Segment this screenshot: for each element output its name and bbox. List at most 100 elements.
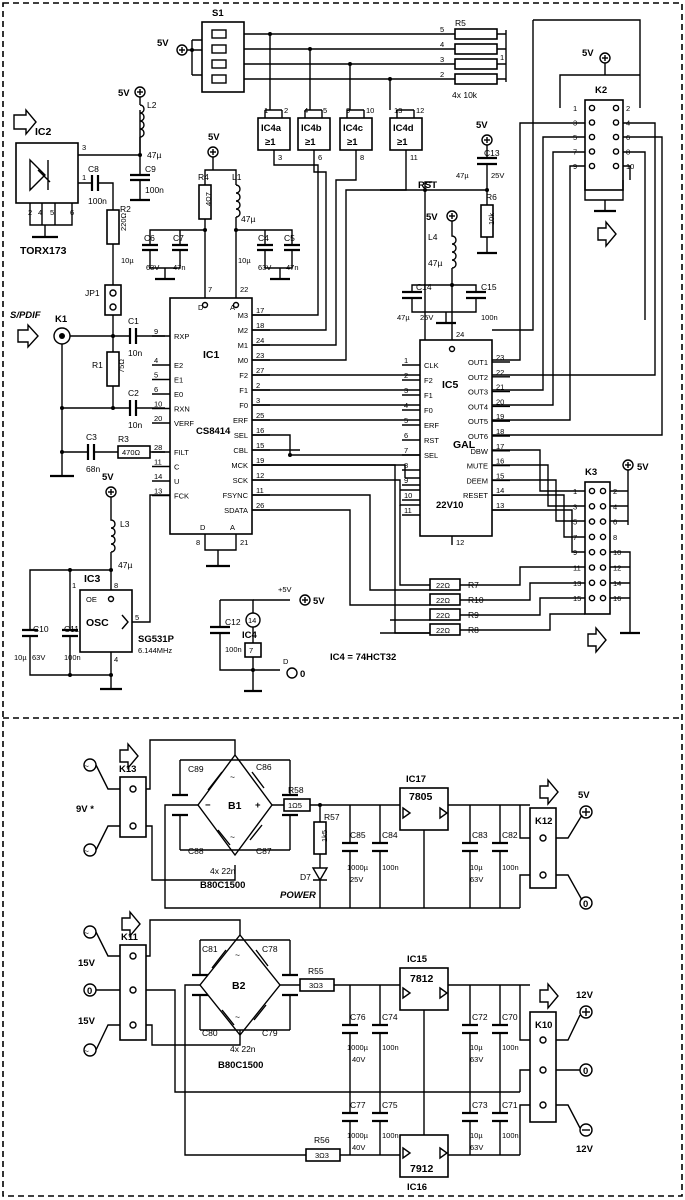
header-pin-number: 2 <box>626 104 630 113</box>
ic5-pin-number: 11 <box>404 506 412 515</box>
ic5-pin-name: F0 <box>424 406 433 415</box>
svg-text:1: 1 <box>72 581 76 590</box>
svg-text:R2: R2 <box>120 204 131 214</box>
svg-text:C78: C78 <box>262 944 278 954</box>
svg-text:63V: 63V <box>258 263 271 272</box>
header-pin-number: 6 <box>613 518 617 527</box>
svg-text:C2: C2 <box>128 388 139 398</box>
ic5-pin-name: SEL <box>424 451 438 460</box>
ic5-pin-name: OUT4 <box>468 402 488 411</box>
svg-text:C83: C83 <box>472 830 488 840</box>
ic1-pin-number: 4 <box>154 356 158 365</box>
header-pin <box>588 148 596 155</box>
svg-text:5V: 5V <box>426 212 438 223</box>
osc-label: OSC <box>86 617 109 629</box>
svg-text:C3: C3 <box>86 432 97 442</box>
header-pin <box>599 487 607 495</box>
ic3-part: SG531P <box>138 634 175 645</box>
k12-label: K12 <box>535 816 552 827</box>
ic1-pin-number: 20 <box>154 414 162 423</box>
ic5-pin-name: OUT1 <box>468 358 488 367</box>
ic1-pin-name: F0 <box>239 401 248 410</box>
svg-text:0: 0 <box>583 1066 588 1077</box>
s1-switch <box>201 21 245 93</box>
jp1-label: JP1 <box>85 288 100 298</box>
ic1-pin-name: F2 <box>239 371 248 380</box>
ic3-label: IC3 <box>84 573 101 585</box>
svg-text:4: 4 <box>304 106 308 115</box>
svg-text:L4: L4 <box>428 232 438 242</box>
svg-text:B80C1500: B80C1500 <box>218 1060 263 1071</box>
header-pin <box>599 548 607 556</box>
header-pin-number: 4 <box>613 502 617 511</box>
svg-text:47µ: 47µ <box>397 313 410 322</box>
svg-text:D: D <box>283 657 289 666</box>
ic5-pin-name: DBW <box>471 447 489 456</box>
svg-text:100n: 100n <box>145 185 164 195</box>
svg-text:25V: 25V <box>420 313 433 322</box>
svg-text:~: ~ <box>235 950 240 960</box>
svg-text:3: 3 <box>440 55 444 64</box>
svg-text:68n: 68n <box>86 464 100 474</box>
svg-text:7812: 7812 <box>410 973 434 985</box>
ic5-pin-name: DEEM <box>466 476 488 485</box>
svg-text:4x 22n: 4x 22n <box>230 1044 256 1054</box>
header-pin <box>599 564 607 571</box>
svg-text:0: 0 <box>583 899 588 910</box>
svg-text:~: ~ <box>84 928 89 938</box>
ic5-pin-name: OUT3 <box>468 388 488 397</box>
svg-text:C6: C6 <box>144 233 155 243</box>
svg-text:C82: C82 <box>502 830 518 840</box>
svg-text:100n: 100n <box>64 653 81 662</box>
ic5-pin-number: 20 <box>496 397 504 406</box>
ic1-pin-name: ERF <box>233 416 248 425</box>
svg-text:40V: 40V <box>352 1055 365 1064</box>
svg-text:OE: OE <box>86 595 97 604</box>
ic1-pin-number: 9 <box>154 327 158 336</box>
k11-label: K11 <box>121 932 139 943</box>
ic5-label: IC5 <box>442 379 459 391</box>
svg-text:8: 8 <box>360 153 364 162</box>
svg-text:47n: 47n <box>173 263 186 272</box>
svg-text:5V: 5V <box>637 462 649 473</box>
svg-text:5V: 5V <box>208 132 220 143</box>
header-pin <box>588 119 596 126</box>
svg-text:C85: C85 <box>350 830 366 840</box>
ic15-label: IC15 <box>407 954 428 965</box>
power-label: POWER <box>280 890 316 901</box>
svg-text:C76: C76 <box>350 1012 366 1022</box>
svg-text:−: − <box>205 800 211 811</box>
svg-text:3: 3 <box>278 153 282 162</box>
svg-text:C77: C77 <box>350 1100 366 1110</box>
ic5-pin-name: F1 <box>424 391 433 400</box>
ic1-pin-number: 12 <box>256 471 264 480</box>
ic1-pin-name: M0 <box>238 356 248 365</box>
svg-text:22Ω: 22Ω <box>436 626 450 635</box>
svg-text:D: D <box>198 303 204 312</box>
ic3-osc <box>79 589 133 653</box>
svg-text:5: 5 <box>135 613 139 622</box>
svg-text:10µ: 10µ <box>470 1131 483 1140</box>
svg-text:C13: C13 <box>484 148 500 158</box>
v9-label: 9V * <box>76 804 94 815</box>
svg-text:+: + <box>255 800 261 811</box>
l2-label: L2 <box>147 100 157 110</box>
svg-text:47µ: 47µ <box>428 258 442 268</box>
svg-text:C15: C15 <box>481 282 497 292</box>
ic1-pin-name: M2 <box>238 326 248 335</box>
svg-text:47µ: 47µ <box>456 171 469 180</box>
ic5-pin-name: OUT6 <box>468 432 488 441</box>
svg-text:47µ: 47µ <box>147 150 161 160</box>
ic5-pin-name: MUTE <box>467 462 488 471</box>
header-pin-number: 5 <box>573 518 577 527</box>
svg-text:10µ: 10µ <box>14 653 27 662</box>
ic5-pin-number: 14 <box>496 486 504 495</box>
svg-text:R58: R58 <box>288 785 304 795</box>
svg-text:3: 3 <box>82 143 86 152</box>
svg-text:100n: 100n <box>481 313 498 322</box>
svg-text:A: A <box>230 523 235 532</box>
bridge-b2: B2 ~~ C81 C78 C80 C79 <box>192 933 298 1038</box>
svg-text:47µ: 47µ <box>118 560 132 570</box>
svg-text:C14: C14 <box>416 282 432 292</box>
